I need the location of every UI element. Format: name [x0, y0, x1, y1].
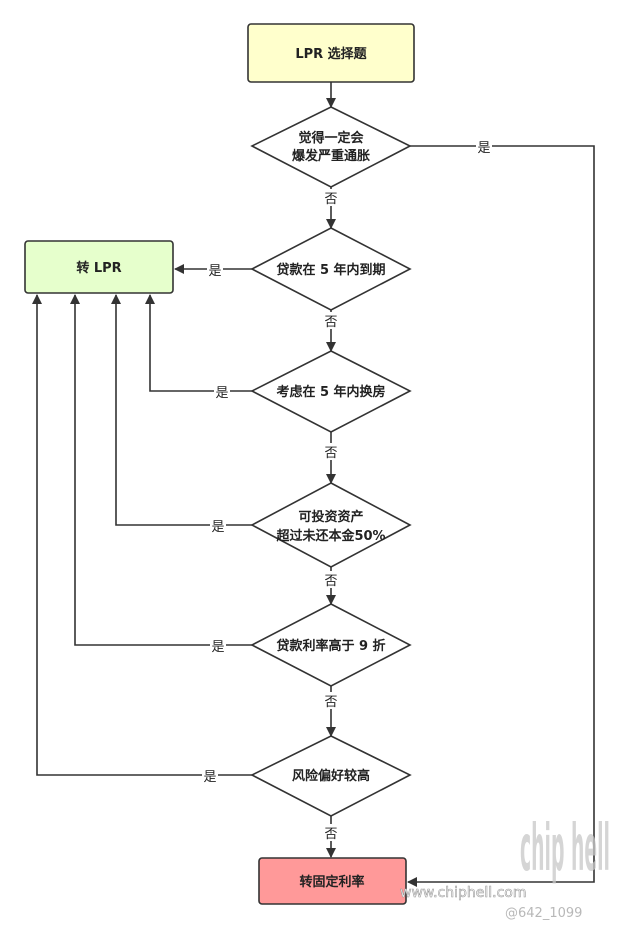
decision-loan-term: 贷款在 5 年内到期: [250, 227, 412, 311]
label-q6-yes: 是: [203, 770, 216, 785]
label-q5-no: 否: [324, 695, 337, 710]
edge-q5-yes: [70, 294, 252, 646]
label-q1-no: 否: [324, 192, 337, 207]
decision-inflation-line1: 觉得一定会: [298, 130, 364, 146]
label-q4-no: 否: [324, 574, 337, 589]
label-q5-yes: 是: [211, 640, 224, 655]
node-to-lpr: 转 LPR: [24, 240, 174, 294]
edge-q3-yes: [145, 294, 252, 392]
label-q4-yes: 是: [211, 520, 224, 535]
edge-q4-yes: [111, 294, 252, 526]
node-to-lpr-label: 转 LPR: [76, 260, 121, 276]
edge-q1-yes: [407, 145, 595, 887]
label-q2-yes: 是: [208, 264, 221, 279]
node-fixed-rate: 转固定利率: [258, 857, 407, 905]
decision-house-change: 考虑在 5 年内换房: [250, 350, 412, 433]
node-fixed-rate-label: 转固定利率: [299, 874, 364, 890]
label-q2-no: 否: [324, 315, 337, 330]
watermark-weibo: @642_1099: [505, 906, 582, 921]
node-start: LPR 选择题: [247, 23, 415, 83]
decision-loan-term-label: 贷款在 5 年内到期: [276, 262, 385, 278]
decision-rate-discount-label: 贷款利率高于 9 折: [276, 638, 385, 654]
decision-assets: 可投资资产 超过未还本金50%: [250, 482, 412, 568]
decision-house-change-label: 考虑在 5 年内换房: [276, 384, 385, 400]
label-q3-no: 否: [324, 446, 337, 461]
decision-risk-appetite-label: 风险偏好较高: [292, 768, 370, 784]
decision-risk-appetite: 风险偏好较高: [250, 735, 412, 817]
watermark-url: www.chiphell.com: [400, 885, 526, 901]
decision-inflation: 觉得一定会 爆发严重通胀: [250, 106, 412, 188]
decision-inflation-line2: 爆发严重通胀: [292, 148, 370, 164]
node-start-label: LPR 选择题: [295, 46, 367, 62]
decision-assets-line1: 可投资资产: [298, 509, 363, 525]
label-q1-yes: 是: [477, 141, 490, 156]
edge-q6-yes: [32, 294, 252, 776]
decision-assets-line2: 超过未还本金50%: [276, 528, 385, 544]
watermark: chip hell www.chiphell.com @642_1099: [400, 812, 610, 921]
label-q6-no: 否: [324, 827, 337, 842]
edge-labels: 否 否 否 否 否 否 是 是 是 是 是 是: [202, 139, 492, 842]
watermark-logo: chip hell: [520, 812, 610, 886]
decision-rate-discount: 贷款利率高于 9 折: [250, 603, 412, 687]
label-q3-yes: 是: [215, 386, 228, 401]
